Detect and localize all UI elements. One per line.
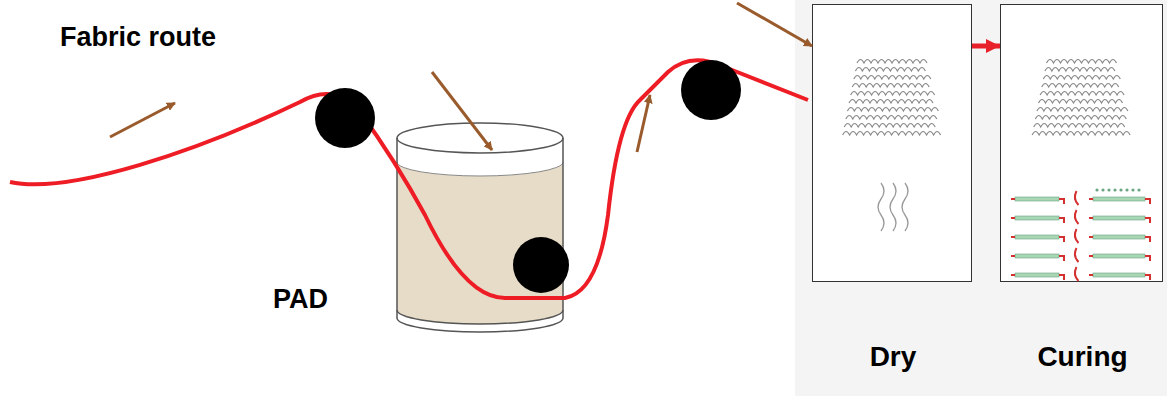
guide-roller xyxy=(513,237,569,293)
process-arrow xyxy=(972,44,1000,49)
node-label: Curing xyxy=(1037,341,1127,373)
curing-panel: Curing xyxy=(1000,4,1163,282)
dry-panel: Dry xyxy=(812,4,972,282)
guide-roller xyxy=(315,88,375,148)
node-label: Dry xyxy=(870,341,917,373)
panel-illustration xyxy=(1001,5,1164,283)
bath-shape xyxy=(395,120,565,335)
node-label: PAD xyxy=(273,284,328,315)
guide-roller xyxy=(681,60,741,120)
pad-bath: PAD xyxy=(395,120,565,335)
diagram-label: Fabric route xyxy=(60,22,216,53)
panel-ground xyxy=(795,0,1167,396)
panel-illustration xyxy=(813,5,973,283)
